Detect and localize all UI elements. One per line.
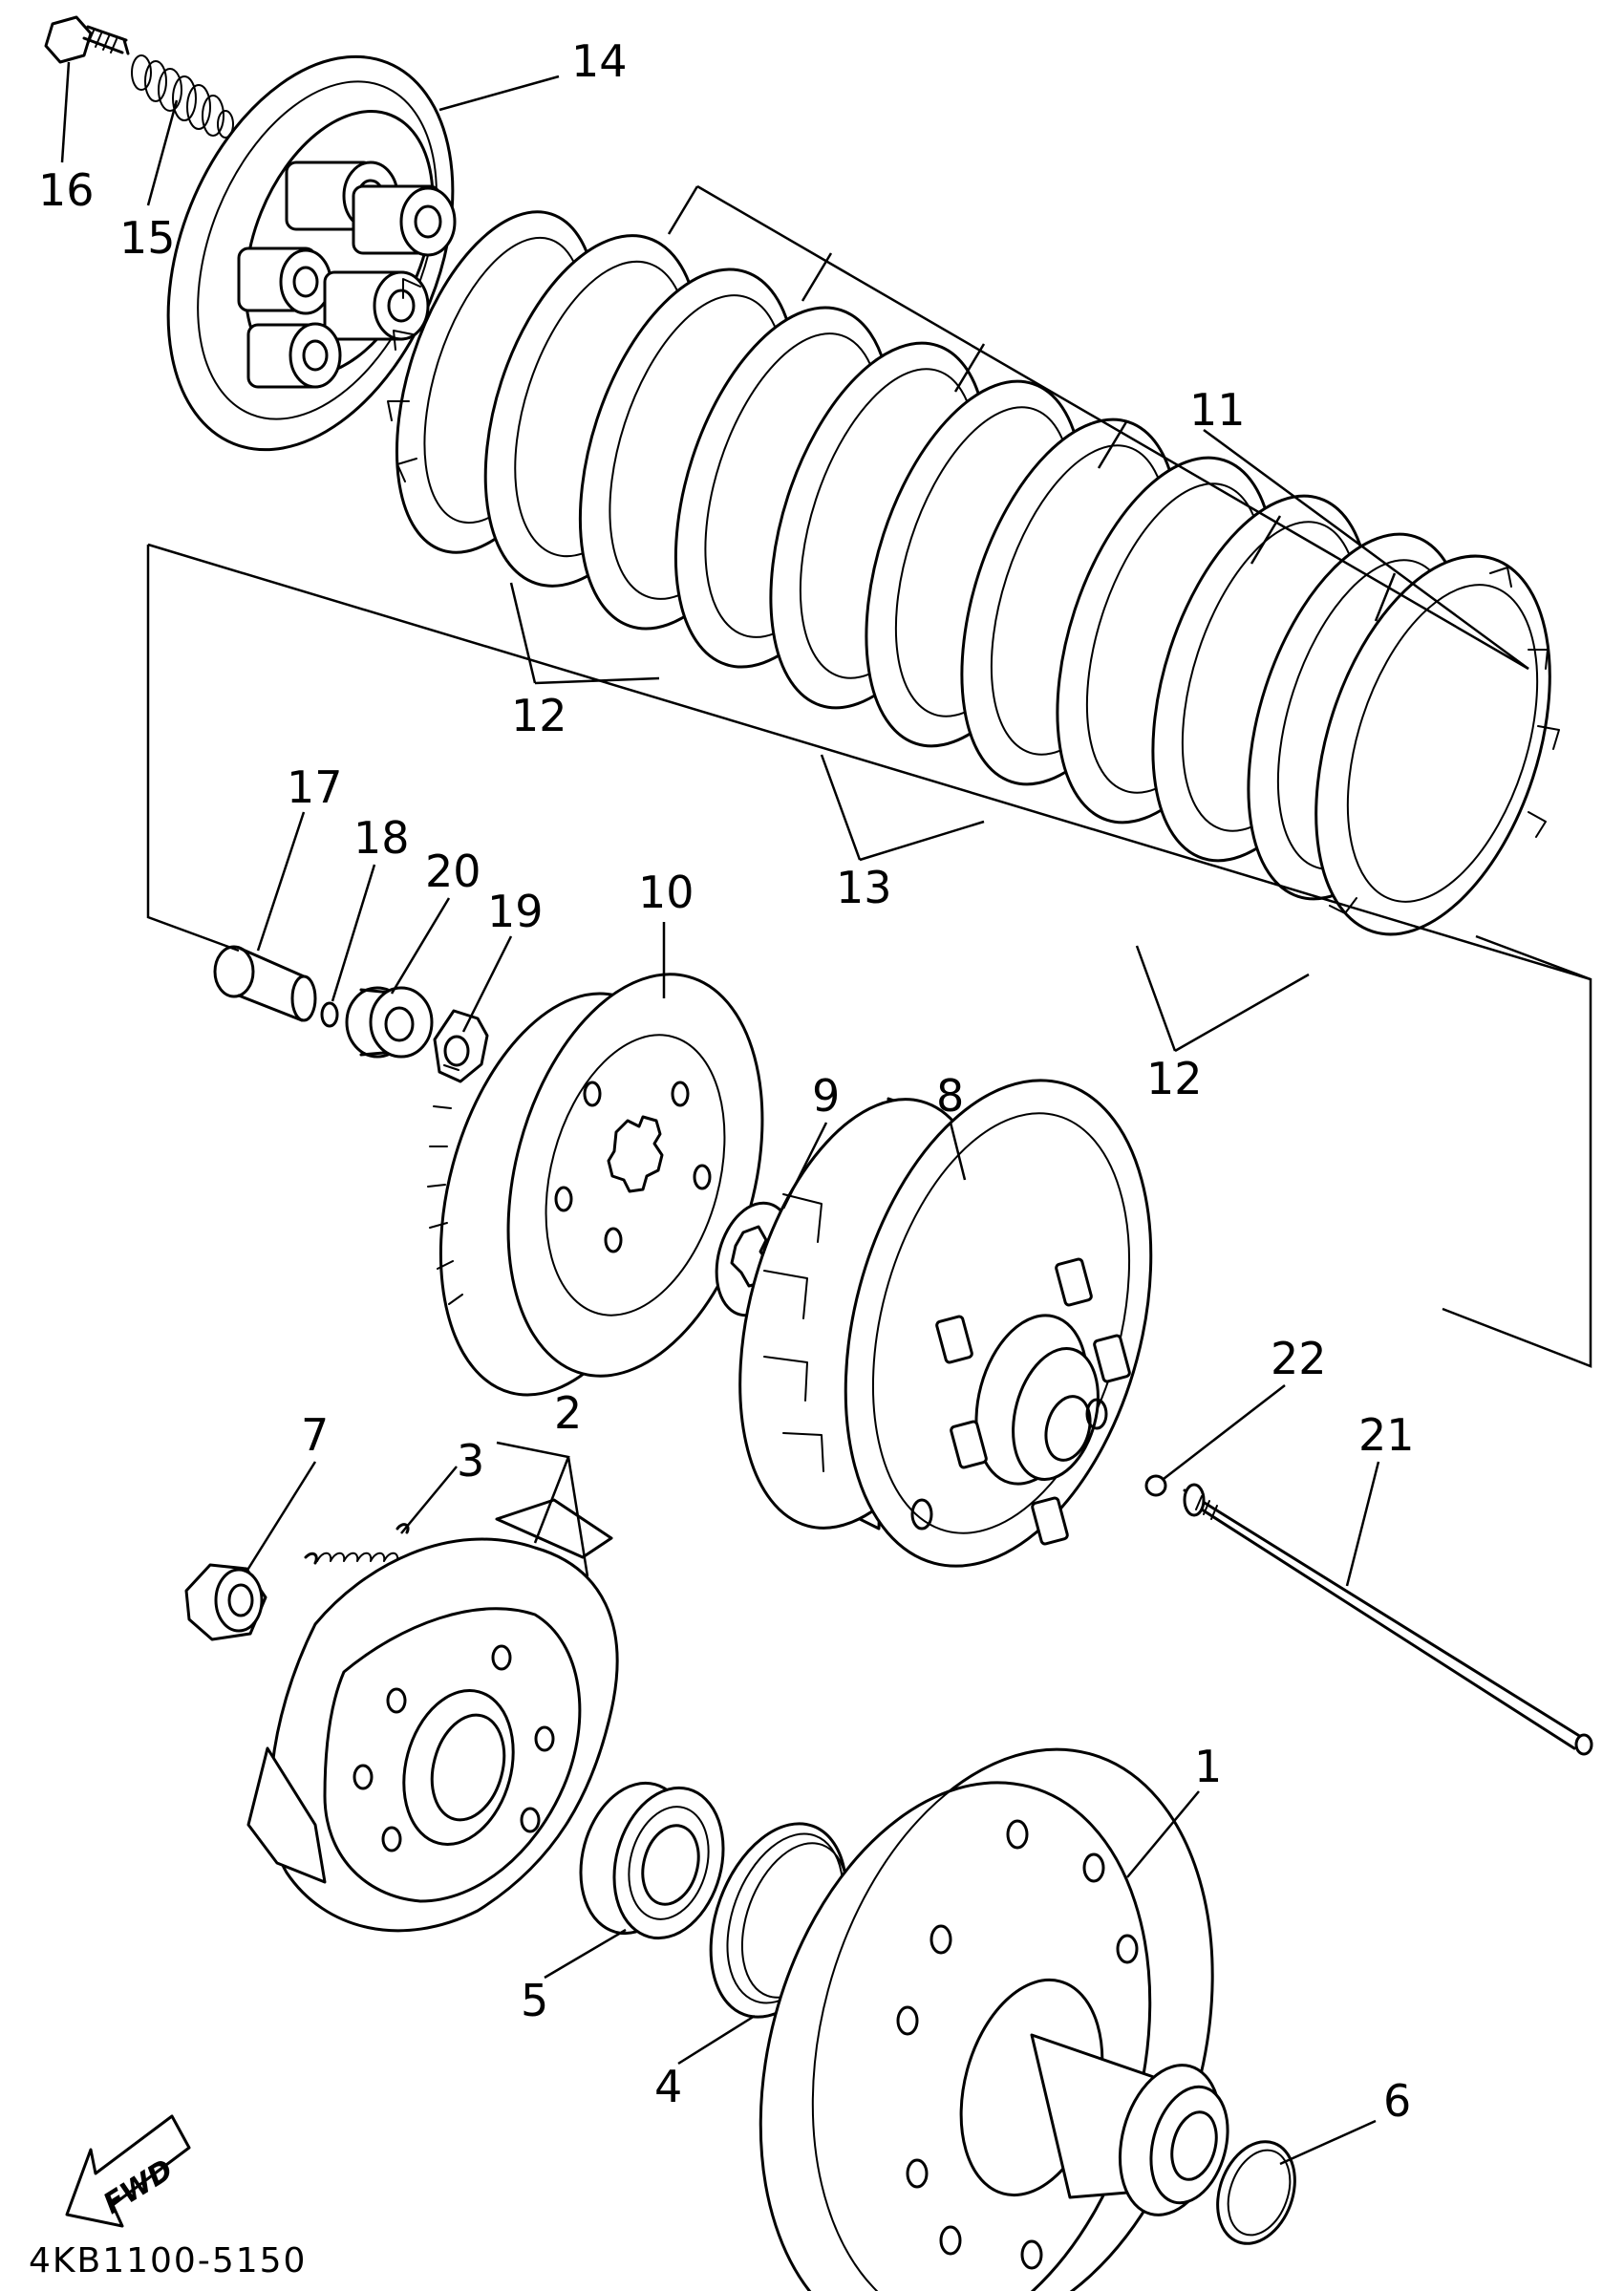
callout-12-upper: 12 [511,690,567,741]
callout-13: 13 [836,862,892,913]
part-6-o-ring [1216,2140,1296,2245]
callout-12-lower: 12 [1146,1053,1203,1104]
clutch-plate-stack [387,210,1560,936]
callout-2: 2 [554,1387,582,1439]
callout-21: 21 [1358,1409,1415,1461]
part-17-bolt [213,945,317,1022]
callout-4: 4 [654,2061,682,2112]
callout-10: 10 [638,867,694,918]
part-18-o-ring [320,1001,339,1028]
fwd-arrow-icon: FWD [65,2114,191,2228]
part-5-bearing [579,1781,725,1940]
callout-18: 18 [353,812,410,864]
part-2-clutch-carrier [246,1498,619,1933]
callout-7: 7 [301,1409,329,1461]
part-7-nut [184,1563,267,1641]
part-21-push-rod [1183,1483,1593,1756]
part-8-clutch-housing [738,1079,1153,1568]
part-22-ball [1144,1474,1167,1497]
part-20-nut [345,986,434,1059]
part-19-lock-washer [433,1009,489,1083]
callout-5: 5 [521,1975,548,2026]
part-14-pressure-plate [166,54,457,452]
callout-15: 15 [119,212,176,264]
callout-11: 11 [1189,384,1246,436]
callout-16: 16 [38,164,95,216]
diagram-code: 4KB1100-5150 [29,2241,307,2280]
callout-1: 1 [1194,1741,1222,1792]
callout-14: 14 [571,35,628,87]
part-1-clutch-drum [759,1747,1229,2291]
callout-22: 22 [1271,1333,1327,1384]
callout-6: 6 [1383,2075,1411,2127]
part-10-primary-driven-gear [427,973,764,1397]
callout-17: 17 [287,761,343,813]
callout-19: 19 [487,886,544,937]
part-15-spring [131,54,234,139]
callout-8: 8 [936,1070,964,1122]
part-16-bolt [44,15,130,64]
callout-9: 9 [812,1070,840,1122]
callout-labels: 16 15 14 11 12 13 12 17 18 20 19 10 9 8 … [38,35,1415,2127]
callout-20: 20 [425,846,481,897]
part-3-spring [304,1523,410,1565]
callout-3: 3 [457,1435,484,1487]
leader-lines [60,61,1592,2166]
